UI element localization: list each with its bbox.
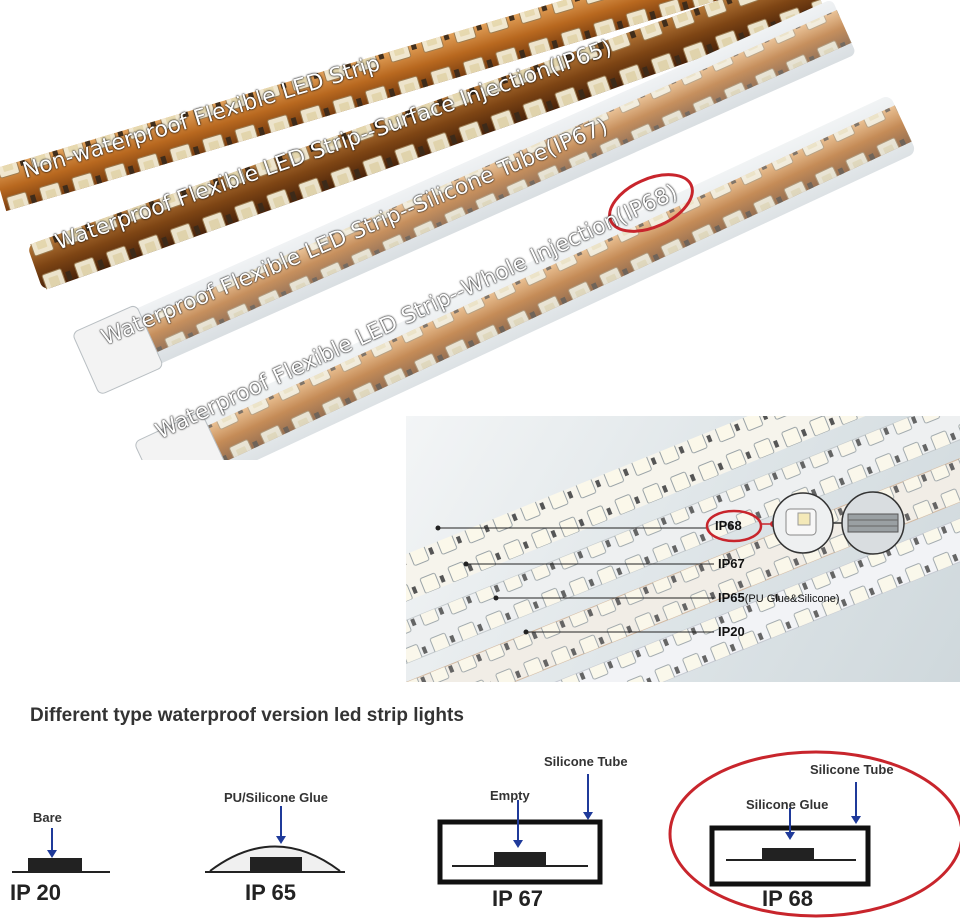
- ip65-diagram: [205, 806, 345, 873]
- ip20-part-label: Bare: [33, 810, 62, 825]
- inset-label-ip65-note: (PU Glue&Silicone): [744, 593, 840, 605]
- inset-label-ip67: IP67: [718, 556, 745, 571]
- strip-surface-injection: [26, 0, 826, 291]
- inset-ip68-highlight: [705, 509, 763, 543]
- ip68-diagram: [668, 750, 960, 918]
- ip65-label: IP 65: [245, 880, 296, 905]
- ip68-highlight-ellipse: [608, 173, 694, 233]
- ip-inset-photo: IP68 IP67 IP65(PU Glue&Silicone) IP20: [406, 416, 960, 682]
- ip20-diagram: [12, 828, 110, 873]
- ip67-tube-label: Silicone Tube: [544, 754, 628, 769]
- ip67-label: IP 67: [492, 886, 543, 911]
- ip68-label: IP 68: [762, 886, 813, 911]
- inset-label-ip65: IP65(PU Glue&Silicone): [718, 590, 840, 605]
- strip-silicone-tube: [73, 0, 855, 394]
- strip-non-waterproof: [0, 0, 803, 212]
- ip20-label: IP 20: [10, 880, 61, 905]
- inset-label-ip20: IP20: [718, 624, 745, 639]
- inset-strips-art: [406, 416, 960, 682]
- led-strips-photo: [0, 0, 915, 460]
- ip67-diagram: [437, 774, 603, 885]
- ip68-tube-label: Silicone Tube: [810, 762, 894, 777]
- ip67-part-label: Empty: [490, 788, 530, 803]
- ip65-part-label: PU/Silicone Glue: [224, 790, 329, 805]
- inset-label-ip65-text: IP65: [718, 590, 745, 605]
- strip-whole-injection: [135, 97, 915, 460]
- cross-section-diagram: [12, 750, 960, 918]
- ip68-diagram-highlight: [668, 750, 960, 918]
- inset-label-ip68: IP68: [715, 518, 742, 533]
- ip68-part-label: Silicone Glue: [746, 797, 829, 812]
- diagram-title: Different type waterproof version led st…: [30, 705, 464, 726]
